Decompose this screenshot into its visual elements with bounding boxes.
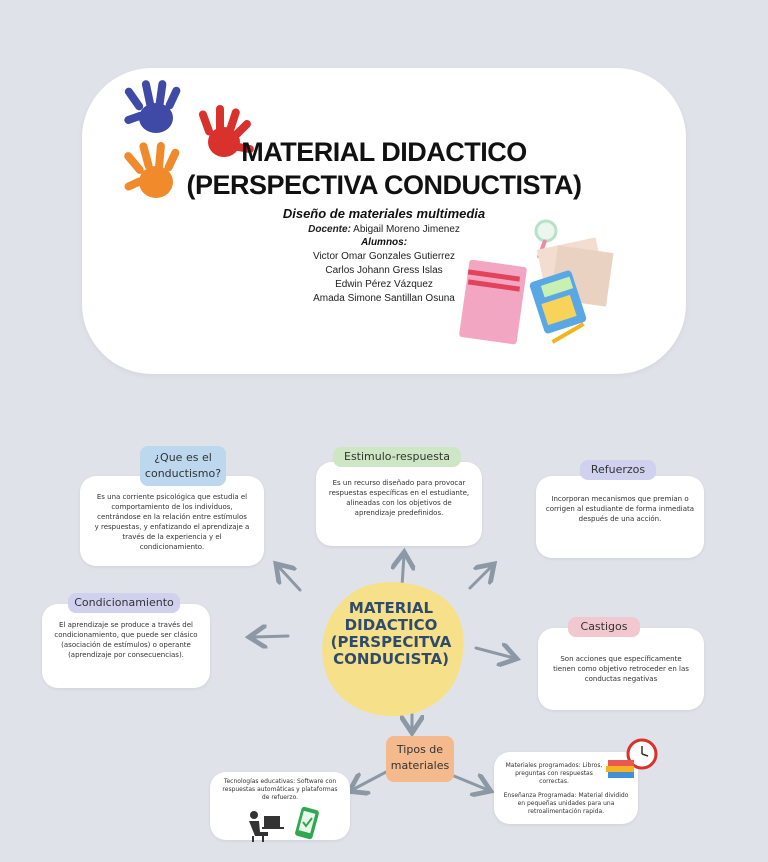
arrow-to-estimulo: [402, 555, 404, 588]
computer-user-icon: [249, 811, 284, 842]
castigos-text: Son acciones que específicamente tienen …: [553, 655, 689, 683]
castigos-label: Castigos: [568, 617, 640, 637]
course-name: Diseño de materiales multimedia: [282, 206, 486, 221]
conductismo-label-line1: ¿Que es el: [154, 451, 212, 464]
center-title-line2: DIDACTICO: [344, 616, 438, 634]
main-title: MATERIAL DIDACTICO (PERSPECTIVA CONDUCTI…: [0, 136, 768, 202]
books-clock-icon: [606, 738, 658, 778]
materiales-text1: Materiales programados: Libros, pregunta…: [505, 762, 603, 785]
arrow-to-castigos: [474, 648, 514, 658]
estimulo-text: Es un recurso diseñado para provocar res…: [328, 479, 470, 517]
pencil-icon: [551, 322, 585, 344]
center-title: MATERIAL DIDACTICO (PERSPECITVA CONDUCIS…: [318, 600, 464, 668]
blue-hand-icon: [124, 80, 181, 133]
docente-name: Abigail Moreno Jimenez: [353, 224, 460, 235]
castigos-card: Son acciones que específicamente tienen …: [538, 628, 704, 710]
arrow-to-materiales: [452, 776, 488, 790]
main-title-line1: MATERIAL DIDACTICO: [241, 137, 527, 167]
tipos-label-line1: Tipos de: [396, 743, 444, 756]
materiales-text2: Enseñanza Programada: Material dividido …: [503, 792, 629, 815]
student-name: Edwin Pérez Vázquez: [335, 279, 433, 290]
header-card: [82, 68, 686, 374]
estimulo-card: Es un recurso diseñado para provocar res…: [316, 462, 482, 546]
center-title-line3: (PERSPECITVA: [330, 633, 452, 651]
tecnologias-text: Tecnologías educativas: Software con res…: [222, 778, 338, 801]
student-name: Carlos Johann Gress Islas: [325, 265, 443, 276]
center-blob: [322, 582, 464, 717]
main-title-line2: (PERSPECTIVA CONDUCTISTA): [186, 170, 582, 200]
refuerzos-label: Refuerzos: [580, 460, 656, 480]
condicionamiento-text: El aprendizaje se produce a través del c…: [54, 621, 198, 659]
alumnos-label: Alumnos:: [360, 237, 408, 248]
red-hand-icon: [198, 105, 254, 157]
refuerzos-card: Incorporan mecanismos que premian o corr…: [536, 476, 704, 558]
center-title-line1: MATERIAL: [348, 599, 434, 617]
tipos-label: Tipos de materiales: [386, 736, 454, 782]
estimulo-label: Estimulo-respuesta: [333, 447, 461, 467]
book-icon: [459, 259, 527, 345]
arrow-to-tecnologias: [352, 770, 388, 790]
orange-hand-icon: [124, 142, 180, 198]
condicionamiento-label: Condicionamiento: [68, 593, 180, 613]
docente-label: Docente:: [308, 224, 351, 235]
center-title-line4: CONDUCISTA): [333, 650, 449, 668]
smartphone-icon: [295, 806, 319, 840]
arrow-to-conductismo: [278, 566, 302, 592]
docente: Docente: Abigail Moreno Jimenez: [0, 224, 768, 235]
student-name: Amada Simone Santillan Osuna: [313, 293, 455, 304]
tipos-label-line2: materiales: [390, 759, 450, 772]
calculator-icon: [529, 270, 587, 334]
student-name: Victor Omar Gonzales Gutierrez: [312, 251, 456, 262]
arrow-to-refuerzos: [468, 566, 492, 590]
conductismo-card: Es una corriente psicológica que estudia…: [80, 476, 264, 566]
arrow-to-condicionamiento: [252, 636, 290, 637]
conductismo-label-line2: conductismo?: [144, 467, 222, 480]
stationery-illustration: [459, 219, 614, 345]
conductismo-label: ¿Que es el conductismo?: [140, 446, 226, 486]
conductismo-text: Es una corriente psicológica que estudia…: [94, 493, 250, 551]
refuerzos-text: Incorporan mecanismos que premian o corr…: [545, 495, 695, 523]
condicionamiento-card: El aprendizaje se produce a través del c…: [42, 604, 210, 688]
